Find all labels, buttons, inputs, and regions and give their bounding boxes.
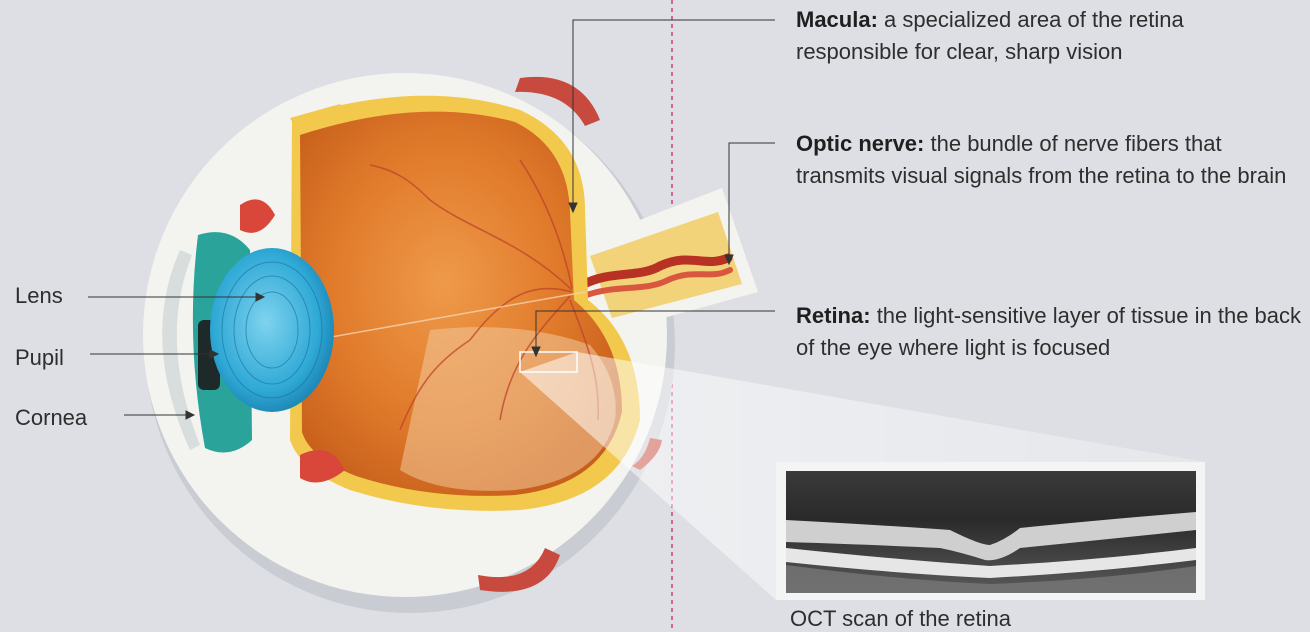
- retina-term: Retina:: [796, 303, 871, 328]
- retina-label: Retina: the light-sensitive layer of tis…: [796, 300, 1301, 364]
- macula-label: Macula: a specialized area of the retina…: [796, 4, 1296, 68]
- oct-caption: OCT scan of the retina: [790, 606, 1011, 632]
- oct-panel: [776, 462, 1205, 600]
- cornea-label: Cornea: [15, 402, 87, 434]
- lens: [210, 248, 334, 412]
- retina-desc: the light-sensitive layer of tissue in t…: [796, 303, 1301, 360]
- pupil-label: Pupil: [15, 342, 64, 374]
- lens-label: Lens: [15, 280, 63, 312]
- macula-term: Macula:: [796, 7, 878, 32]
- optic-nerve-term: Optic nerve:: [796, 131, 924, 156]
- optic-nerve-label: Optic nerve: the bundle of nerve fibers …: [796, 128, 1301, 192]
- eyeball: [143, 73, 758, 613]
